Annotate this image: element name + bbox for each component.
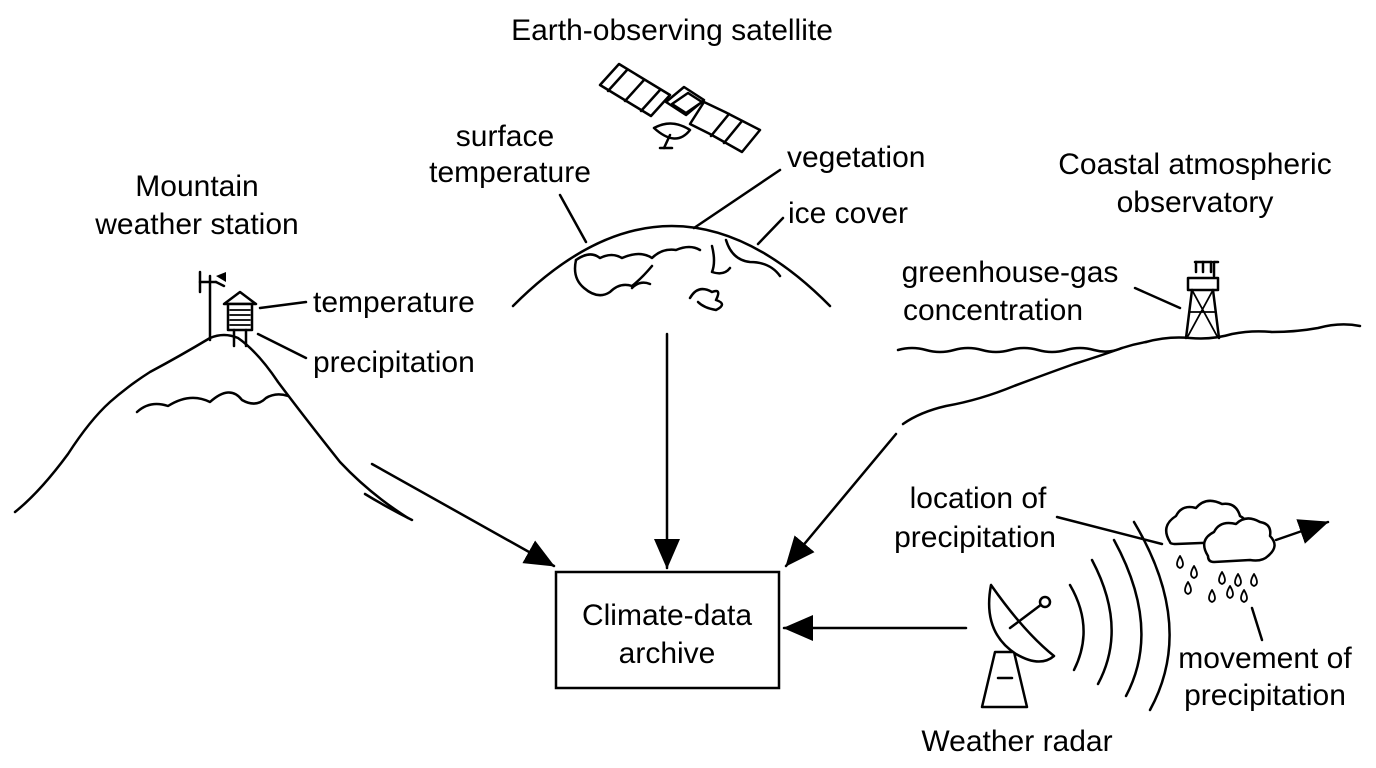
observatory-tower-icon <box>1184 260 1221 340</box>
rain-cloud-icon <box>1164 499 1276 603</box>
satellite-icon <box>598 62 762 154</box>
arrow-cloud-movement <box>1274 519 1330 544</box>
surface-temperature-label-line1: surface <box>456 120 554 153</box>
surface-temperature-label-line2: temperature <box>429 156 591 189</box>
location-precipitation-label-line1: location of <box>910 482 1047 515</box>
archive-label-line1: Climate-data <box>582 599 752 632</box>
mountain-station-label-line2: weather station <box>94 208 298 241</box>
arrow-mountain-to-archive <box>370 462 556 568</box>
ice-cover-label: ice cover <box>788 197 908 230</box>
arrow-coast-to-archive <box>784 432 898 568</box>
greenhouse-gas-label-line2: concentration <box>903 294 1083 327</box>
temperature-label: temperature <box>313 286 475 319</box>
precipitation-label: precipitation <box>313 346 475 379</box>
coastal-observatory-label-line2: observatory <box>1117 186 1274 219</box>
mountain-station-label-line1: Mountain <box>135 170 258 203</box>
vegetation-label: vegetation <box>787 141 925 174</box>
climate-data-archive-box <box>554 570 781 690</box>
location-precipitation-label-line2: precipitation <box>894 521 1056 554</box>
earth-icon <box>511 224 832 312</box>
coastline-icon <box>896 323 1362 426</box>
weather-radar-label: Weather radar <box>921 725 1112 758</box>
coastal-observatory-label-line1: Coastal atmospheric <box>1058 148 1331 181</box>
weather-radar-icon <box>980 520 1171 712</box>
weather-station-icon <box>198 270 258 348</box>
satellite-label: Earth-observing satellite <box>511 14 833 47</box>
archive-label-line2: archive <box>619 637 716 670</box>
greenhouse-gas-label-line1: greenhouse-gas <box>902 256 1119 289</box>
movement-precipitation-label-line1: movement of <box>1178 642 1352 675</box>
movement-precipitation-label-line2: precipitation <box>1184 679 1346 712</box>
